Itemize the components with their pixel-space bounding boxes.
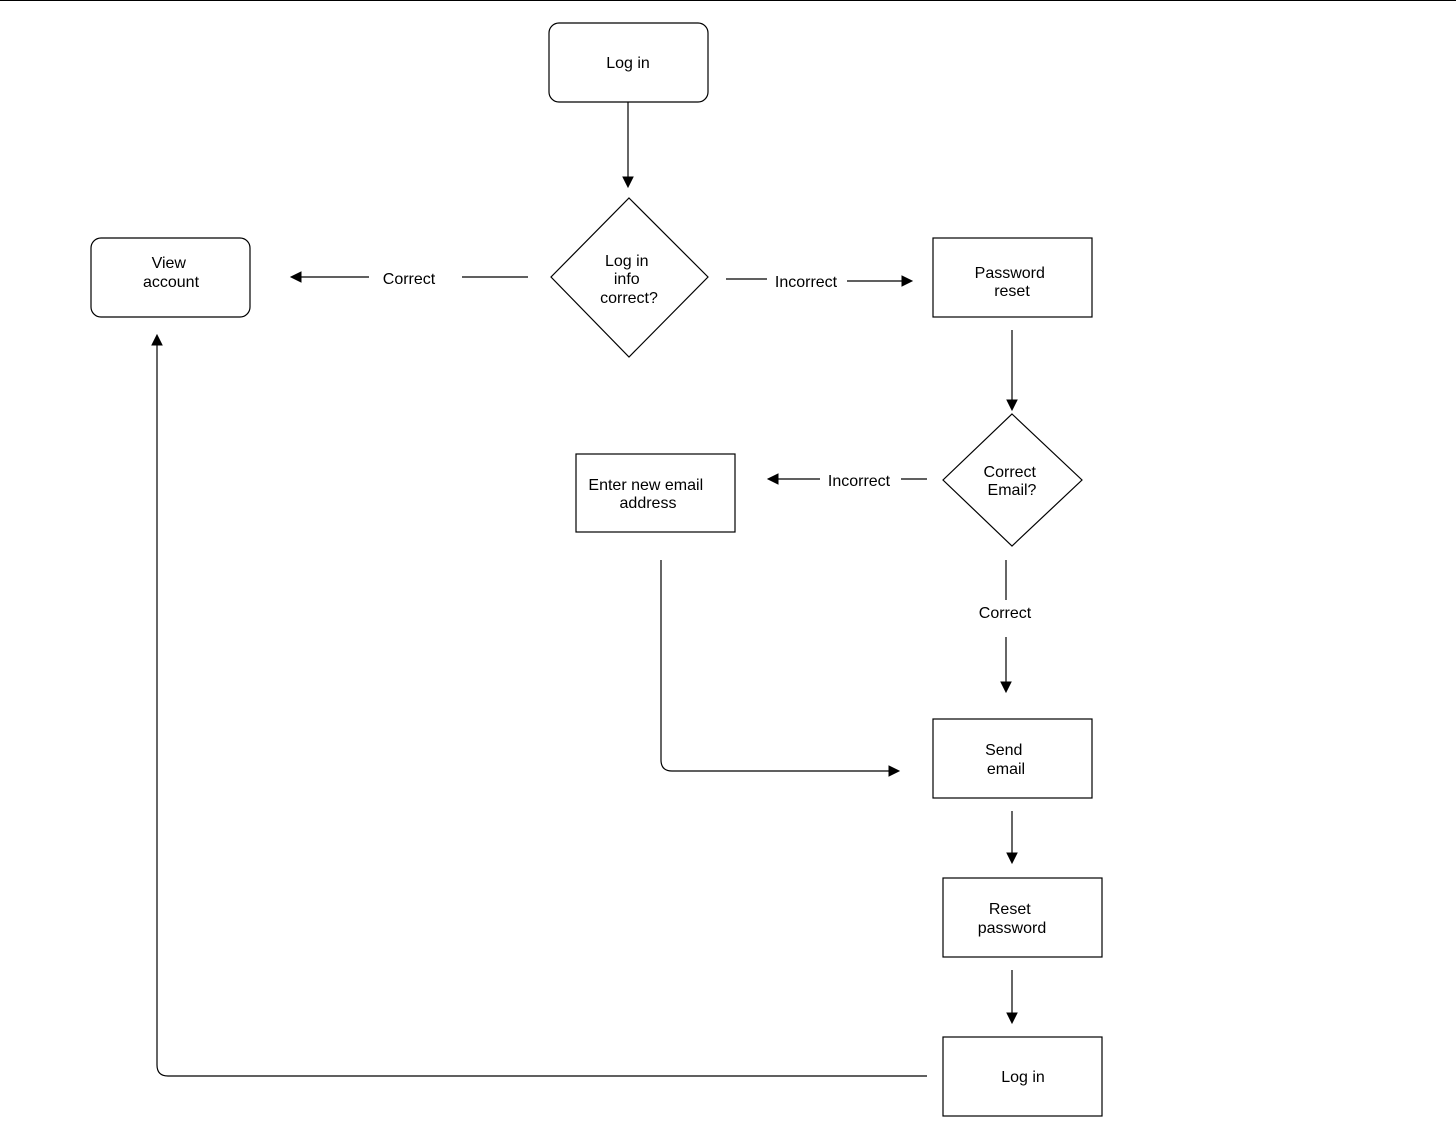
node-label-line: Email? — [988, 482, 1037, 499]
arrowhead — [1000, 681, 1012, 694]
arrowhead — [888, 765, 901, 777]
node-label-line: Password — [975, 265, 1045, 282]
edge-label-correct-email: Correct — [979, 605, 1032, 622]
node-label-line: Correct — [984, 464, 1037, 481]
node-label-line: info — [614, 271, 640, 288]
edges — [151, 102, 1018, 1077]
node-password-reset[interactable]: Password reset — [932, 237, 1093, 318]
node-label-line: Send — [985, 742, 1022, 759]
node-label-line: address — [620, 495, 677, 512]
rectangle — [942, 877, 1103, 958]
arrowhead — [151, 333, 163, 346]
rectangle — [942, 1036, 1103, 1117]
edge-label-correct-login: Correct — [383, 271, 436, 288]
rectangle — [932, 718, 1093, 799]
node-label: Reset password — [978, 901, 1046, 937]
node-view-account[interactable]: View account — [90, 237, 251, 318]
node-label: Correct Email? — [984, 464, 1041, 499]
diamond — [550, 197, 709, 358]
edge-label-incorrect-email: Incorrect — [828, 473, 891, 490]
node-login-start[interactable]: Log in — [548, 22, 709, 103]
node-label: Log in — [1001, 1069, 1045, 1086]
node-label-line: reset — [994, 283, 1030, 300]
node-label-line: Reset — [989, 901, 1031, 918]
node-label-line: Log in — [1001, 1069, 1045, 1086]
edge-login-back-to-view-account — [156, 344, 927, 1077]
edge-new-email-to-send — [660, 560, 891, 772]
node-send-email[interactable]: Send email — [932, 718, 1093, 799]
node-label: Password reset — [975, 265, 1050, 300]
node-label-line: password — [978, 920, 1046, 937]
edge-label-incorrect-login: Incorrect — [775, 274, 838, 291]
arrowhead — [289, 271, 302, 283]
top-border — [0, 0, 1456, 1]
arrowhead — [1006, 1012, 1018, 1025]
rectangle — [575, 453, 736, 533]
node-login-end[interactable]: Log in — [942, 1036, 1103, 1117]
node-label: Send email — [985, 742, 1027, 778]
edge-labels: Correct Incorrect Incorrect Correct — [383, 271, 1032, 622]
node-label: View account — [143, 255, 200, 291]
node-label-line: correct? — [600, 290, 658, 307]
diamond — [942, 413, 1083, 547]
arrowhead — [901, 275, 914, 287]
arrowhead — [622, 176, 634, 189]
node-label-line: View — [152, 255, 187, 272]
node-enter-email[interactable]: Enter new email address — [575, 453, 736, 533]
node-label-line: Enter new email — [588, 477, 703, 494]
node-decision-login[interactable]: Log in info correct? — [550, 197, 709, 358]
arrowhead — [1006, 399, 1018, 412]
arrowhead — [766, 473, 779, 485]
arrowhead — [1006, 852, 1018, 865]
rounded-rectangle — [548, 22, 709, 103]
node-label-line: account — [143, 274, 200, 291]
node-label: Log in — [606, 55, 650, 72]
node-label-line: Log in — [606, 55, 650, 72]
node-decision-email[interactable]: Correct Email? — [942, 413, 1083, 547]
node-label-line: Log in — [605, 253, 649, 270]
rounded-rectangle — [90, 237, 251, 318]
rectangle — [932, 237, 1093, 318]
node-label: Log in info correct? — [600, 253, 658, 307]
node-label-line: email — [987, 761, 1025, 778]
node-label: Enter new email address — [588, 477, 707, 512]
node-reset-password[interactable]: Reset password — [942, 877, 1103, 958]
